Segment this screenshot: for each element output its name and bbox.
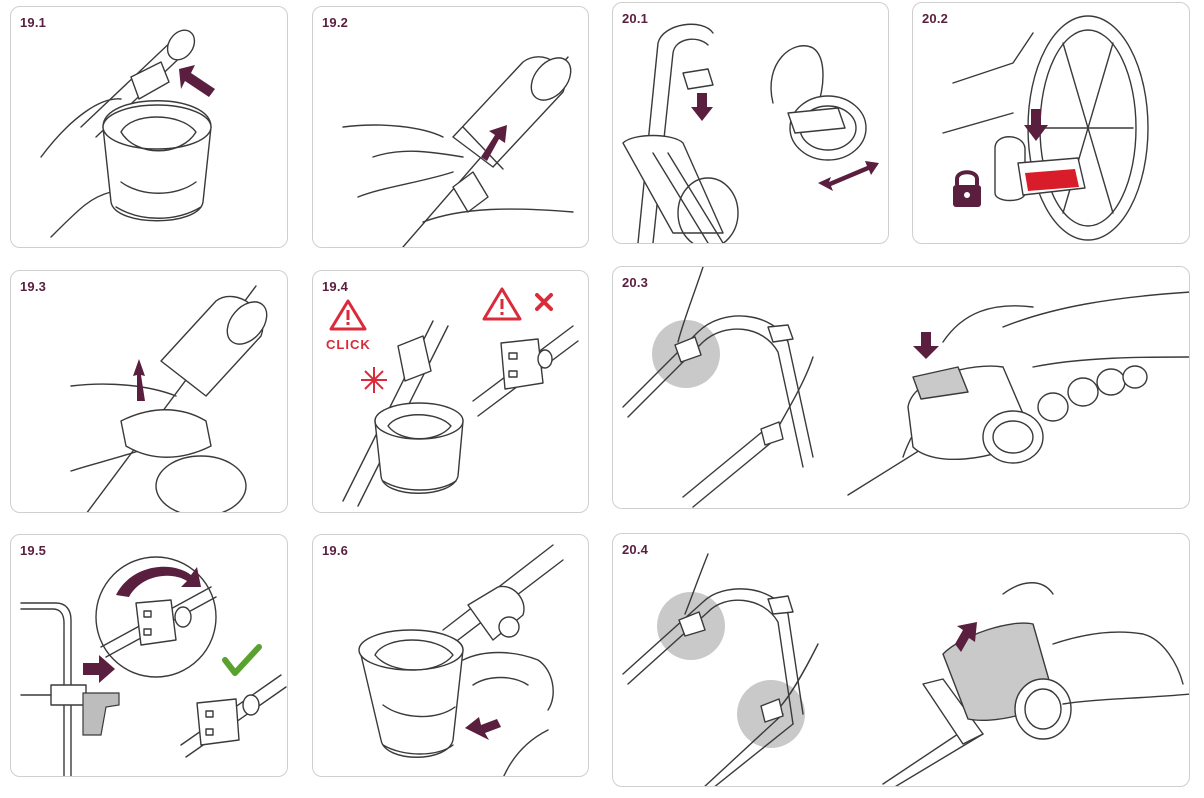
panel-20-3: 20.3 (612, 266, 1190, 509)
direction-arrow-icon (133, 359, 145, 401)
direction-arrow-icon (1024, 109, 1048, 141)
illustration-click-confirm: CLICK (326, 287, 579, 507)
illustration-brake-lock (942, 15, 1149, 241)
panel-19-5: 19.5 (10, 534, 288, 777)
illustration-fold-handle (622, 267, 1189, 508)
illustration-cup-holder-remove (358, 544, 564, 776)
step-number: 20.1 (622, 11, 649, 26)
step-number: 20.4 (622, 542, 649, 557)
panel-19-1: 19.1 (10, 6, 288, 248)
lock-icon (953, 170, 981, 207)
illustration-unfold-handle (622, 553, 1189, 786)
clip-part (82, 692, 120, 736)
warning-triangle-icon (482, 287, 522, 321)
illustration-cup-holder-attach (40, 29, 215, 238)
click-burst-icon (361, 367, 387, 393)
panel-20-4: 20.4 (612, 533, 1190, 787)
step-number: 20.2 (922, 11, 949, 26)
direction-arrow-icon (116, 566, 201, 597)
illustration-clamp-attach (342, 56, 574, 247)
step-number: 19.6 (322, 543, 349, 558)
direction-arrow-icon (465, 717, 501, 740)
step-number: 19.1 (20, 15, 47, 30)
direction-arrow-icon (955, 622, 977, 652)
direction-arrow-icon (481, 125, 507, 161)
click-label: CLICK (326, 337, 371, 352)
brake-pedal-highlight (1025, 169, 1079, 191)
step-number: 19.4 (322, 279, 349, 294)
step-number: 19.5 (20, 543, 47, 558)
direction-arrow-icon (691, 93, 713, 121)
illustration-brake-pedal (622, 23, 879, 243)
cross-icon (535, 293, 553, 311)
step-number: 20.3 (622, 275, 649, 290)
panel-19-6: 19.6 (312, 534, 589, 777)
direction-arrow-icon (179, 65, 215, 97)
panel-19-2: 19.2 (312, 6, 589, 248)
direction-arrow-icon (83, 655, 115, 683)
illustration-clamp-release (70, 285, 268, 512)
step-number: 19.3 (20, 279, 47, 294)
warning-triangle-icon (329, 299, 367, 331)
step-number: 19.2 (322, 15, 349, 30)
direction-arrow-icon (818, 161, 879, 191)
illustration-clip-mount (20, 556, 287, 776)
panel-19-3: 19.3 (10, 270, 288, 513)
panel-20-1: 20.1 (612, 2, 889, 244)
panel-20-2: 20.2 (912, 2, 1190, 244)
direction-arrow-icon (913, 332, 939, 359)
checkmark-icon (222, 644, 262, 676)
panel-19-4: 19.4 CLICK (312, 270, 589, 513)
